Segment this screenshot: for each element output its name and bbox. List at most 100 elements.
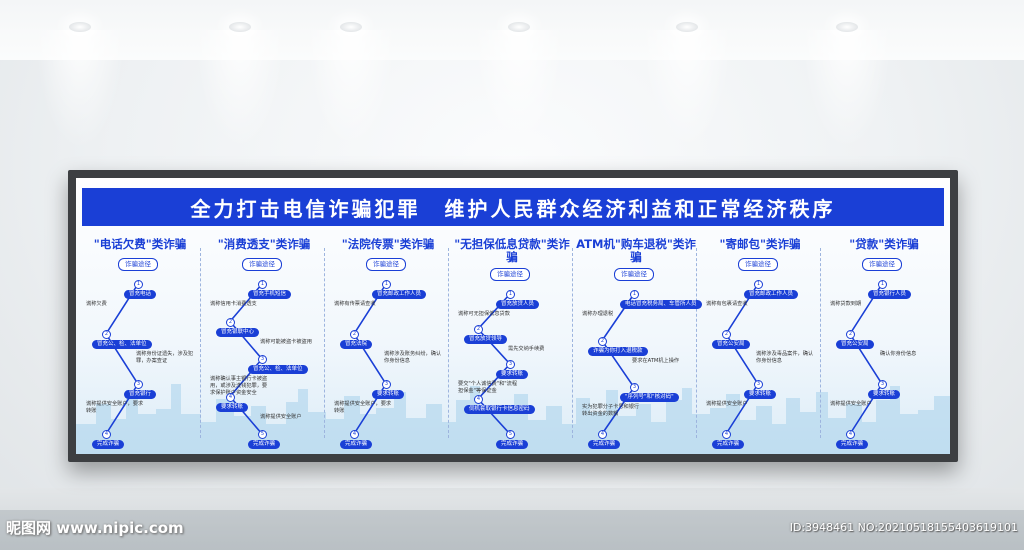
step-number: 1 [754,280,763,289]
column-title: "贷款"类诈骗 [849,237,919,251]
path-badge: 诈骗途径 [242,258,282,271]
banner-left-text: 全力打击电信诈骗犯罪 [190,196,421,221]
column-title: ATM机"购车退税"类诈骗 [576,237,696,264]
step-note: 谎称有包裹请查收 [706,301,748,307]
floor [0,488,1024,550]
route-line [849,283,883,435]
light-glow [306,30,396,150]
light-glow [195,30,285,150]
light-glow [642,30,732,150]
column-divider [448,248,449,438]
step-number: 3 [754,380,763,389]
step-label: 完成诈骗 [340,440,373,449]
step-number: 4 [102,430,111,439]
step-label: 冒充邮政工作人员 [372,290,427,299]
step-label: 冒充公安局 [712,340,750,349]
step-number: 1 [630,290,639,299]
step-label: 完成诈骗 [496,440,529,449]
step-label: 要求转账 [496,370,529,379]
light-glow [35,30,125,150]
watermark-site: 昵图网 www.nipic.com [6,519,184,537]
column-title: "消费透支"类诈骗 [217,237,311,251]
step-number: 2 [226,317,235,327]
step-label: 要求转账 [372,390,405,399]
step-label: 冒充手机短信 [248,290,292,299]
display-frame: 全力打击电信诈骗犯罪 维护人民群众经济利益和正常经济秩序 "电话欠费"类诈骗诈骗… [68,170,958,462]
step-label: 完成诈骗 [92,440,125,449]
route-line [353,283,387,435]
column-divider [820,248,821,438]
step-number: 4 [350,430,359,439]
step-note: 要交"个人诚信费"和"流程担保金"等保证金 [458,381,518,394]
step-note: 谎称提供安全账户 [830,401,872,407]
column-divider [324,248,325,438]
step-note: 谎称贷款到期 [830,301,862,307]
watermark-bar [0,510,1024,550]
step-label: 完成诈骗 [588,440,621,449]
step-number: 5 [506,430,515,439]
watermark-id: ID:3948461 NO:20210518155403619101 [789,521,1018,534]
ceiling-lamp-icon [69,22,91,32]
step-label: "序列号"和"核对码" [620,393,679,403]
step-note: 谎称身份证遗失，涉及犯罪，办案查证 [136,351,194,364]
step-number: 3 [134,380,143,389]
step-number: 1 [134,280,143,289]
route-line [601,293,635,435]
step-note: 谎称可无担保低息贷款 [458,311,510,317]
column-title: "电话欠费"类诈骗 [93,237,187,251]
step-label: 要求转账 [868,390,901,399]
path-badge: 诈骗途径 [862,258,902,271]
step-number: 3 [878,380,887,389]
step-number: 4 [474,395,483,404]
step-label: 完成诈骗 [712,440,745,449]
ceiling-lamp-icon [508,22,530,32]
step-label: 冒充放贷人员 [496,300,540,309]
step-number: 2 [598,336,607,346]
step-label: 要求转账 [216,402,249,412]
step-note: 谎称办理退税 [582,311,614,317]
step-label: 冒充公、检、法单位 [248,365,308,374]
column-title: "寄邮包"类诈骗 [719,237,801,251]
path-badge: 诈骗途径 [614,268,654,281]
step-label: 冒充放贷领导 [464,335,508,344]
step-number: 1 [258,280,267,289]
step-note: 谎称信用卡消费透支 [210,301,257,307]
step-note: 谎称欠费 [86,301,107,307]
step-number: 1 [382,280,391,289]
step-note: 谎称提供安全账户，要求转账 [334,401,392,414]
step-note: 要求在ATM机上操作 [632,357,680,364]
step-label: 冒充电话 [124,290,157,299]
step-note: 谎称有传票请查收 [334,301,376,307]
step-number: 4 [598,430,607,439]
step-number: 3 [506,360,515,369]
step-number: 3 [258,355,267,364]
light-glow [474,30,564,150]
step-note: 谎称提供安全账户 [260,413,302,420]
header-banner: 全力打击电信诈骗犯罪 维护人民群众经济利益和正常经济秩序 [82,188,944,226]
step-number: 4 [226,392,235,402]
step-label: 伺机套取银行卡信息密码 [464,405,535,414]
step-label: 诈骗为你打入退税款 [588,346,648,356]
step-label: 要求转账 [744,390,777,399]
step-label: 冒充公、检、法单位 [92,340,152,349]
step-label: 冒充法院 [340,340,373,349]
ceiling-lamp-icon [676,22,698,32]
step-label: 冒充银行 [124,390,157,399]
step-number: 5 [258,430,267,439]
route-line [105,283,139,435]
step-number: 2 [102,330,111,339]
ceiling-lamp-icon [229,22,251,32]
light-glow [802,30,892,150]
step-number: 3 [630,383,639,393]
step-label: 完成诈骗 [248,440,281,449]
step-label: 冒充银联中心 [216,327,260,337]
step-note: 谎称提供安全账户，要求转账 [86,401,144,414]
step-label: 冒充银行人员 [868,290,912,299]
column-divider [572,248,573,438]
route-line [725,283,759,435]
